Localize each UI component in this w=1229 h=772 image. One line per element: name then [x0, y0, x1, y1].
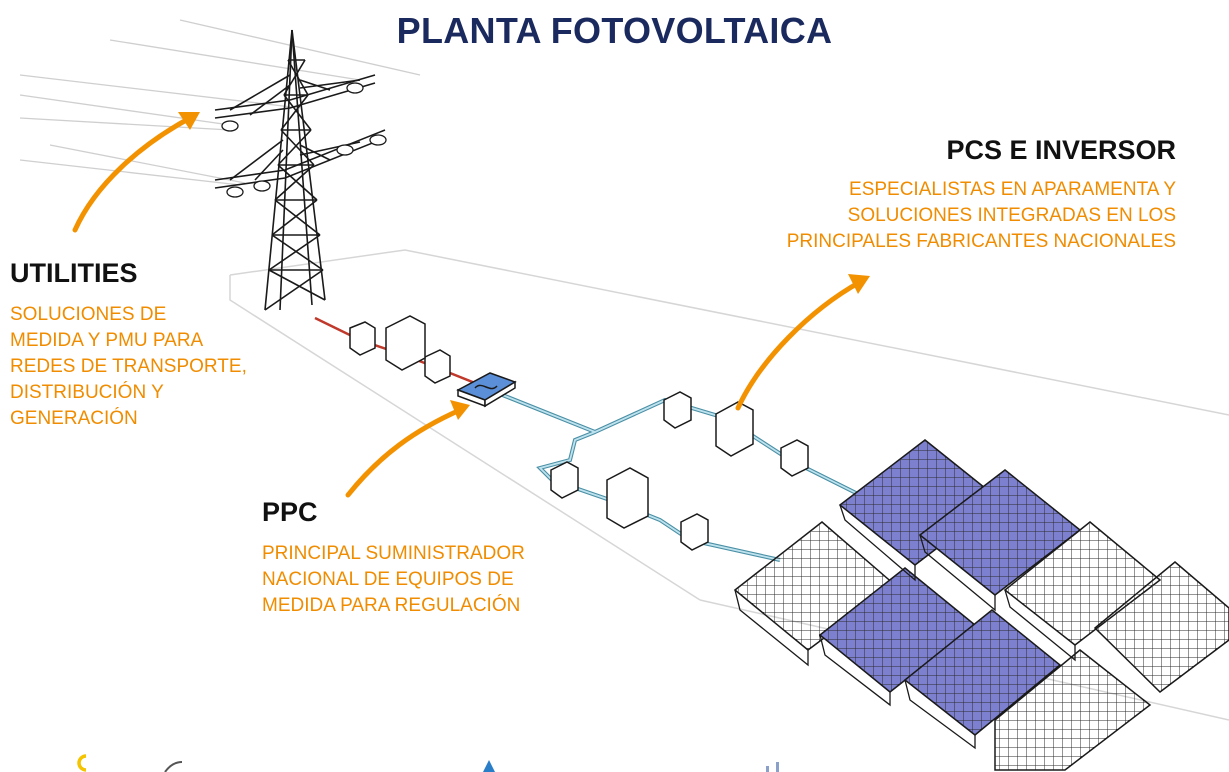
utilities-line: MEDIDA Y PMU PARA [10, 330, 204, 351]
ppc-line: PRINCIPAL SUMINISTRADOR [262, 543, 525, 564]
pcs-line: SOLUCIONES INTEGRADAS EN LOS [847, 205, 1176, 226]
partner-logos [77, 754, 779, 772]
cabinet-icon [385, 315, 754, 529]
power-lines [19, 19, 421, 186]
page-title: PLANTA FOTOVOLTAICA [396, 10, 833, 51]
utilities-heading: UTILITIES [10, 258, 138, 288]
utilities-description: SOLUCIONES DE MEDIDA Y PMU PARA REDES DE… [10, 302, 247, 432]
panel-legs [734, 504, 1076, 750]
pcs-description: ESPECIALISTAS EN APARAMENTA Y SOLUCIONES… [787, 177, 1176, 255]
utilities-line: GENERACIÓN [10, 408, 138, 429]
meter-box-icon [349, 321, 809, 551]
pcs-line: PRINCIPALES FABRICANTES NACIONALES [786, 231, 1176, 252]
utilities-line: SOLUCIONES DE [10, 304, 167, 325]
ppc-line: NACIONAL DE EQUIPOS DE [262, 569, 514, 590]
arrow-icon [72, 115, 863, 498]
pcs-line: ESPECIALISTAS EN APARAMENTA Y [849, 179, 1176, 200]
pcs-heading: PCS E INVERSOR [946, 135, 1176, 165]
ppc-line: MEDIDA PARA REGULACIÓN [262, 595, 521, 616]
ground-plane [229, 249, 1229, 721]
insulators [221, 82, 387, 198]
transmission-tower-icon [214, 29, 386, 311]
utilities-line: REDES DE TRANSPORTE, [10, 356, 247, 377]
ppc-heading: PPC [262, 497, 318, 527]
solar-panel-icon [733, 439, 1229, 771]
ppc-description: PRINCIPAL SUMINISTRADOR NACIONAL DE EQUI… [262, 541, 525, 619]
utilities-line: DISTRIBUCIÓN Y [10, 382, 164, 403]
ppc-controller-icon [456, 372, 517, 408]
